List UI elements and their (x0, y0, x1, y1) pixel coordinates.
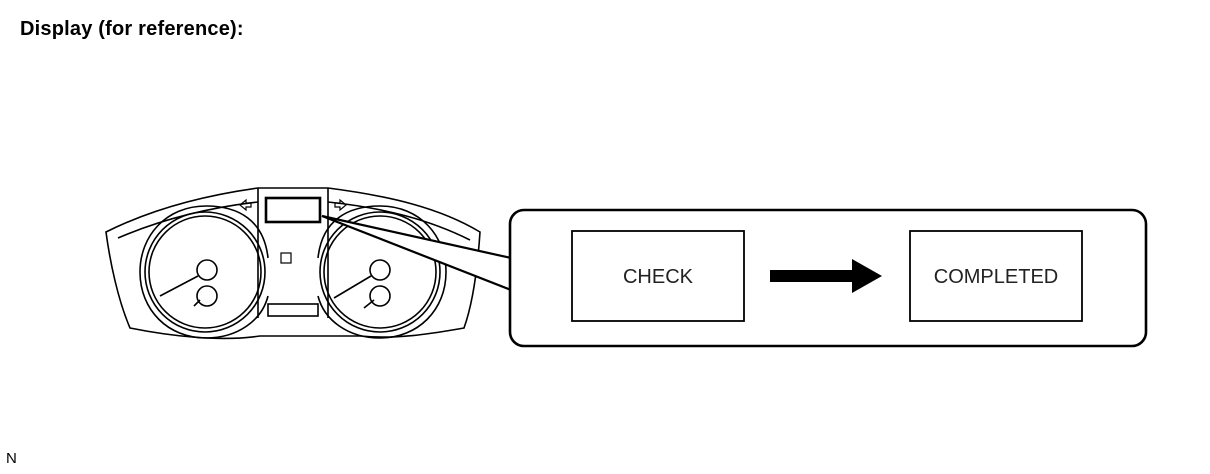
right-gauge-inner-ring (323, 215, 437, 329)
enlarged-display-view: CHECK COMPLETED (508, 208, 1148, 348)
left-gauge-hub-lower (196, 285, 218, 307)
left-gauge-needle-2 (193, 299, 201, 307)
turn-left-arrow-icon (239, 198, 252, 212)
right-pod-rim (317, 205, 447, 339)
indicator-square-icon (280, 252, 292, 264)
left-gauge-hub-upper (196, 259, 218, 281)
multi-information-display (264, 196, 322, 224)
completed-message-box (909, 230, 1083, 322)
right-gauge-needle-2 (363, 299, 375, 309)
check-message-text: CHECK (623, 266, 694, 288)
callout-wedge (321, 214, 513, 292)
right-gauge-face (319, 211, 441, 333)
right-gauge-needle-1 (333, 275, 372, 299)
left-pod-rim (139, 205, 269, 339)
left-gauge-face (144, 211, 266, 333)
left-gauge-inner-ring (148, 215, 262, 329)
turn-right-arrow-icon (334, 198, 347, 212)
center-hood (257, 188, 329, 318)
page-title: Display (for reference): (20, 18, 244, 40)
instrument-cluster (105, 187, 481, 340)
center-lower-panel (267, 303, 319, 317)
completed-message-text: COMPLETED (934, 266, 1058, 288)
right-gauge-hub-upper (369, 259, 391, 281)
transition-arrow-icon (770, 259, 882, 293)
callout-leader (321, 214, 513, 292)
right-gauge-hub-lower (369, 285, 391, 307)
left-gauge-needle-1 (159, 275, 199, 297)
figure-code: N (6, 450, 17, 467)
check-message-box (571, 230, 745, 322)
cluster-housing-outline (105, 187, 481, 340)
